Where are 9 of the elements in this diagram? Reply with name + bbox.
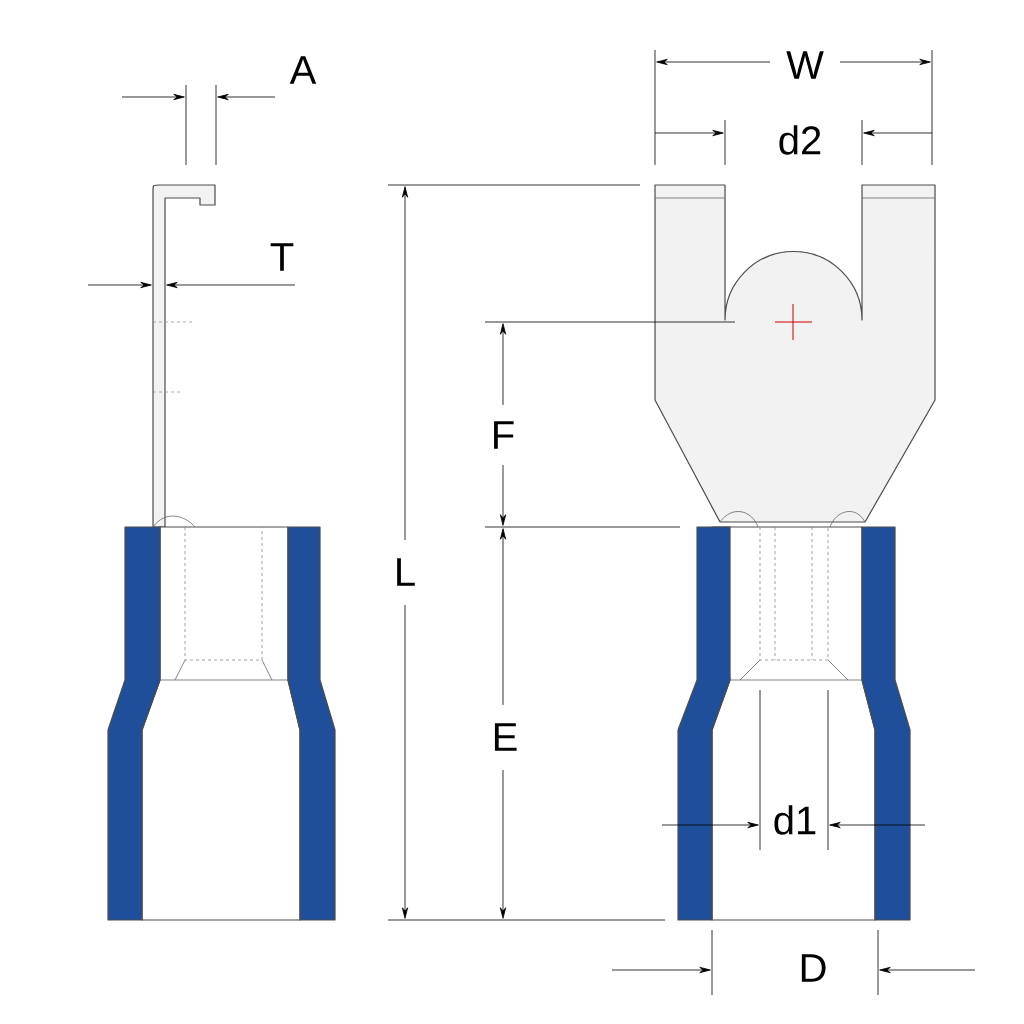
dimension-label: A xyxy=(287,54,319,86)
dimension-label: d1 xyxy=(770,803,820,837)
dimension-label: d2 xyxy=(775,123,825,157)
dimension-label: T xyxy=(267,241,297,273)
dimension-label: E xyxy=(489,721,521,753)
dimension-label: D xyxy=(796,952,830,984)
dimension-label: W xyxy=(784,49,826,81)
dimension-label: F xyxy=(488,419,518,451)
dimension-label: L xyxy=(391,556,419,588)
